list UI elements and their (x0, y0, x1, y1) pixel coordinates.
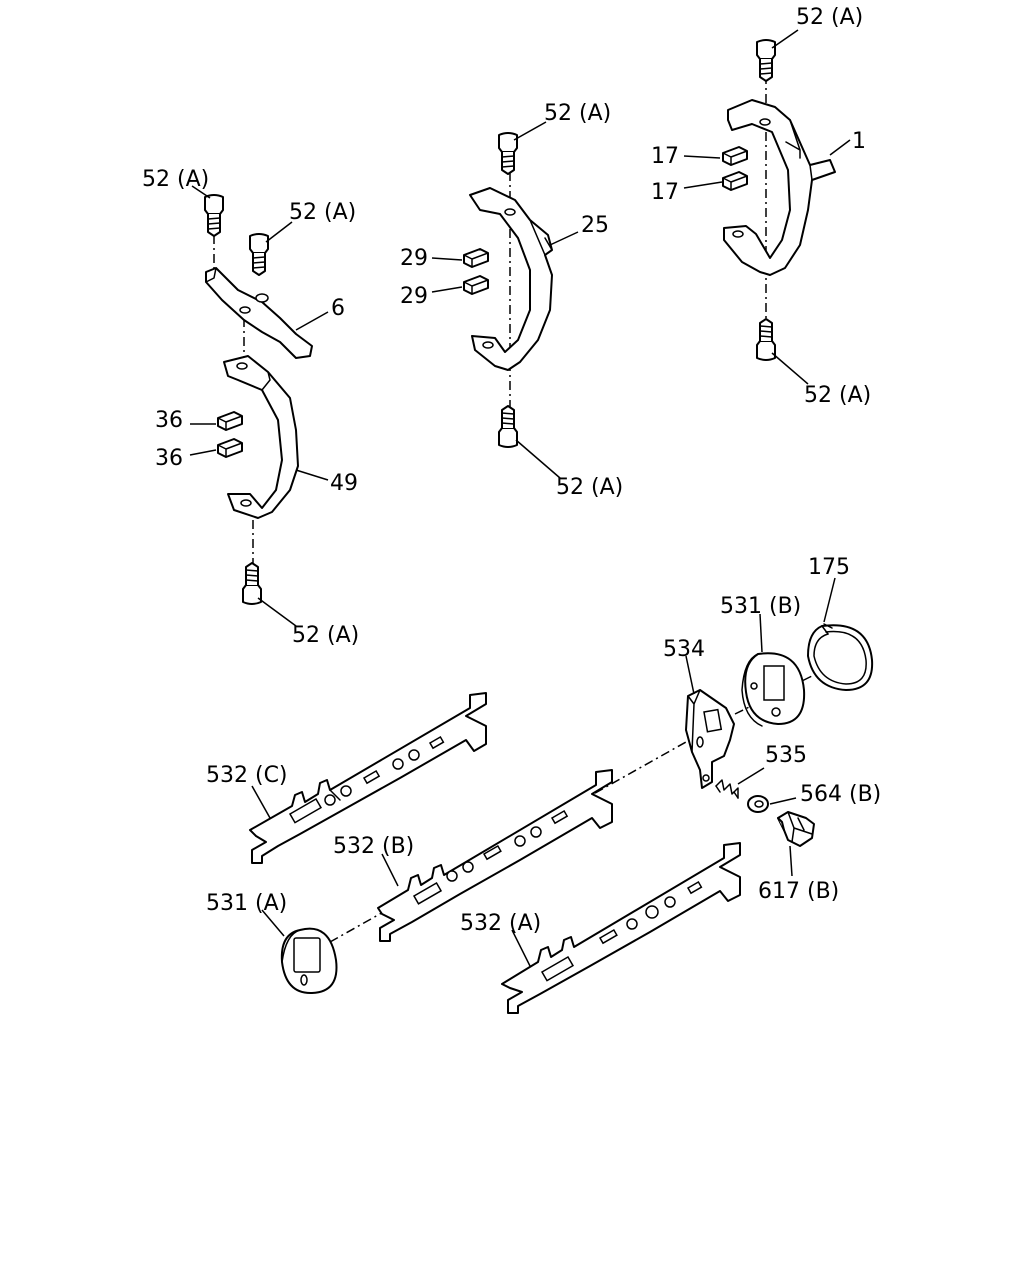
part-label-175: 175 (808, 555, 850, 580)
shift-lever-6 (205, 267, 313, 359)
part-label-29: 29 (400, 246, 428, 271)
part-label-25: 25 (581, 213, 609, 238)
shift-rail-532c (249, 692, 487, 864)
fork-pad-icon (463, 248, 489, 268)
shift-fork-49-assembly: 52 (A) 52 (A) 6 36 36 49 52 (A) (142, 167, 359, 648)
fork-pad-icon (722, 146, 748, 166)
part-label-49: 49 (330, 471, 358, 496)
part-label-52a: 52 (A) (142, 167, 209, 192)
bolt-icon (249, 233, 269, 276)
shift-fork-1 (723, 99, 836, 276)
part-label-564b: 564 (B) (800, 782, 881, 807)
part-label-617b: 617 (B) (758, 879, 839, 904)
shift-rail-532a (501, 842, 741, 1014)
part-label-52a: 52 (A) (544, 101, 611, 126)
part-label-534: 534 (663, 637, 705, 662)
interlock-531a (280, 927, 338, 995)
shift-rail-532b (377, 769, 613, 942)
fork-pad-icon (217, 411, 243, 431)
bolt-hole (759, 118, 771, 126)
shift-fork-25-assembly: 52 (A) 25 29 29 52 (A) (400, 101, 623, 500)
part-label-36: 36 (155, 446, 183, 471)
part-label-532a: 532 (A) (460, 911, 541, 936)
part-label-532c: 532 (C) (206, 763, 288, 788)
bolt-hole (255, 293, 269, 303)
fork-pad-icon (722, 171, 748, 191)
bolt-hole (482, 341, 494, 349)
part-label-531b: 531 (B) (720, 594, 801, 619)
shift-fork-25 (469, 187, 553, 371)
part-label-6: 6 (331, 296, 345, 321)
bolt-hole (236, 362, 248, 370)
bolt-icon (204, 194, 224, 237)
shift-fork-1-assembly: 52 (A) 1 17 17 52 (A) (651, 5, 871, 408)
fork-pad-icon (217, 438, 243, 458)
bolt-hole (732, 230, 744, 238)
part-label-29: 29 (400, 284, 428, 309)
interlock-plate-534 (685, 689, 735, 789)
part-label-52a: 52 (A) (804, 383, 871, 408)
bolt-icon (498, 405, 518, 448)
bolt-hole (240, 499, 252, 507)
part-label-52a: 52 (A) (289, 200, 356, 225)
part-label-52a: 52 (A) (796, 5, 863, 30)
part-label-531a: 531 (A) (206, 891, 287, 916)
part-label-1: 1 (852, 129, 866, 154)
part-label-535: 535 (765, 743, 807, 768)
fork-pad-icon (463, 275, 489, 295)
washer-564b (747, 795, 769, 813)
bolt-icon (756, 39, 776, 82)
switch-617b (777, 811, 815, 847)
spring-535 (715, 779, 739, 799)
snap-ring-175 (807, 623, 874, 691)
part-label-17: 17 (651, 180, 679, 205)
shift-fork-49 (223, 355, 299, 519)
interlock-531b (741, 652, 806, 727)
part-label-532b: 532 (B) (333, 834, 414, 859)
bolt-hole (239, 306, 251, 314)
part-label-36: 36 (155, 408, 183, 433)
part-label-52a: 52 (A) (556, 475, 623, 500)
part-label-17: 17 (651, 144, 679, 169)
interlock-assembly: 175 531 (B) 534 535 564 (B) 617 (B) 532 … (206, 555, 881, 1014)
bolt-hole (504, 208, 516, 216)
part-label-52a: 52 (A) (292, 623, 359, 648)
